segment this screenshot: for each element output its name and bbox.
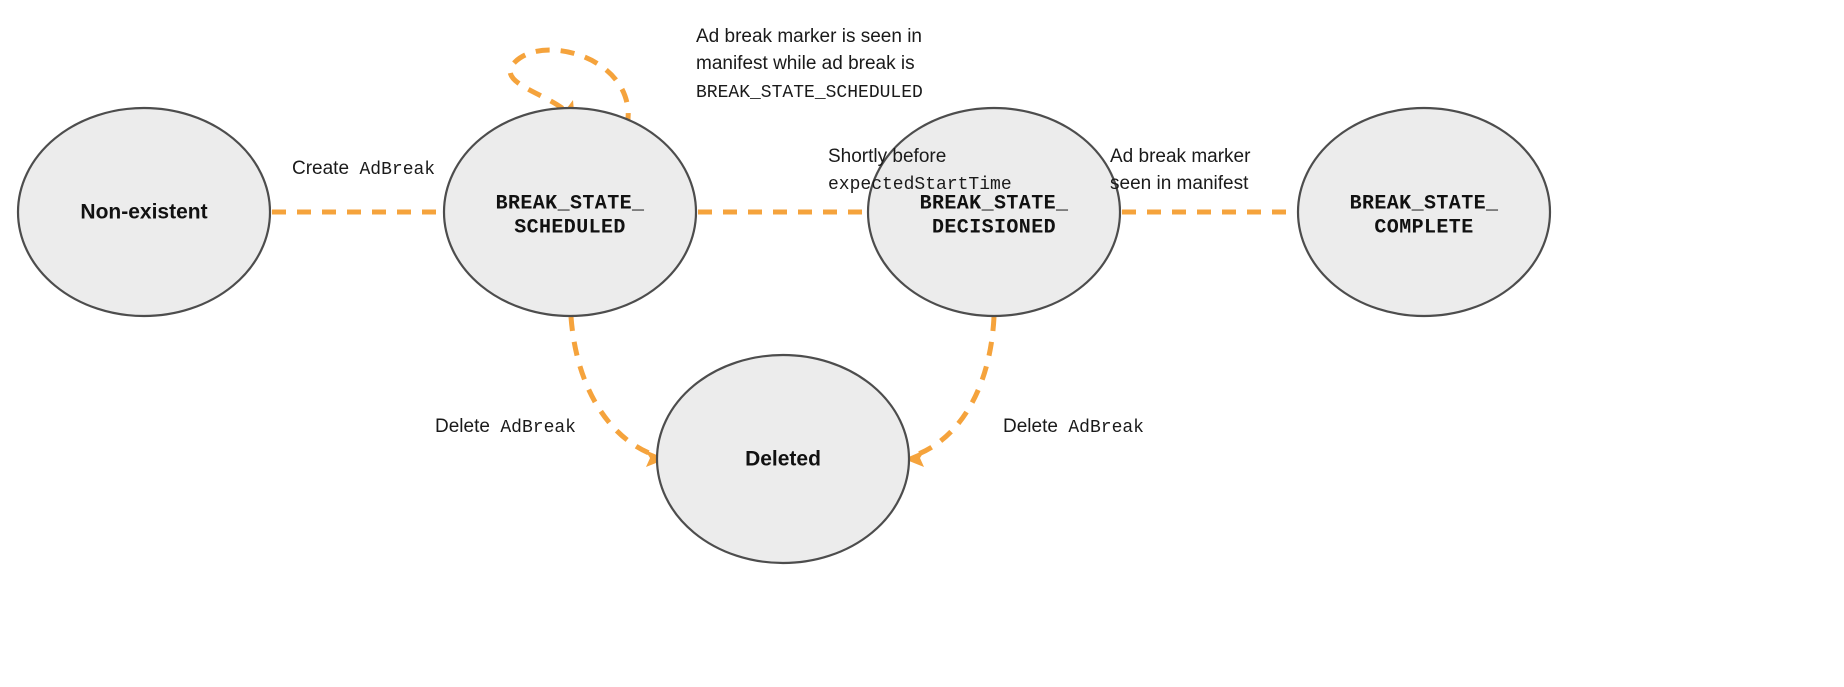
edge-delete-from-decisioned-arrowhead [904, 450, 925, 467]
node-break-state-decisioned-label-line1: BREAK_STATE_ [920, 192, 1069, 215]
edge-label-create-adbreak: Create AdBreak [292, 158, 435, 180]
node-break-state-scheduled-label-line1: BREAK_STATE_ [496, 192, 645, 215]
node-break-state-scheduled[interactable]: BREAK_STATE_ SCHEDULED [442, 106, 698, 318]
edge-label-selfloop-line1: Ad break marker is seen in [696, 26, 922, 47]
node-break-state-scheduled-shape [442, 106, 698, 318]
edge-label-shortly-before: Shortly before expectedStartTime [828, 146, 1012, 195]
node-break-state-complete-shape [1296, 106, 1552, 318]
edge-label-marker-seen: Ad break marker seen in manifest [1110, 146, 1251, 194]
edge-label-selfloop-line3: BREAK_STATE_SCHEDULED [696, 83, 923, 103]
edge-label-selfloop-scheduled: Ad break marker is seen in manifest whil… [696, 26, 923, 103]
edge-label-delete-from-decisioned: Delete AdBreak [1003, 416, 1144, 438]
node-break-state-decisioned-shape [866, 106, 1122, 318]
edge-label-delete-left-sans: Delete [435, 416, 490, 437]
edge-label-delete-from-scheduled: Delete AdBreak [435, 416, 576, 438]
node-break-state-complete[interactable]: BREAK_STATE_ COMPLETE [1296, 106, 1552, 318]
node-non-existent-shape [16, 106, 272, 318]
edge-label-delete-right-text: Delete AdBreak [1003, 416, 1144, 438]
edge-delete-from-scheduled-line [568, 316, 661, 460]
node-deleted-label: Deleted [745, 448, 821, 471]
node-break-state-complete-label-line2: COMPLETE [1374, 216, 1473, 239]
node-deleted[interactable]: Deleted [655, 353, 911, 565]
node-non-existent[interactable]: Non-existent [16, 106, 272, 318]
edge-label-selfloop-line2: manifest while ad break is [696, 53, 915, 74]
edge-delete-from-decisioned [904, 316, 997, 467]
node-break-state-decisioned[interactable]: BREAK_STATE_ DECISIONED [866, 106, 1122, 318]
edge-label-delete-left-mono: AdBreak [500, 418, 576, 438]
node-break-state-complete-label-line1: BREAK_STATE_ [1350, 192, 1499, 215]
edge-delete-from-decisioned-line [909, 316, 997, 460]
edge-delete-from-scheduled [568, 316, 666, 467]
edge-label-create-adbreak-sans: Create [292, 158, 349, 179]
node-deleted-shape [655, 353, 911, 565]
node-break-state-scheduled-label-line2: SCHEDULED [514, 216, 626, 239]
node-non-existent-label: Non-existent [80, 201, 207, 224]
edge-label-shortly-line2: expectedStartTime [828, 175, 1012, 195]
edge-label-delete-left-text: Delete AdBreak [435, 416, 576, 438]
edge-selfloop-scheduled-line [507, 47, 631, 128]
edge-label-create-adbreak-mono: AdBreak [359, 160, 435, 180]
edge-label-delete-right-mono: AdBreak [1068, 418, 1144, 438]
edge-label-marker-line1: Ad break marker [1110, 146, 1251, 167]
edge-label-shortly-line1: Shortly before [828, 146, 946, 167]
edge-label-marker-line2: seen in manifest [1110, 173, 1249, 194]
edge-delete-from-scheduled-arrowhead [645, 450, 666, 467]
edge-label-delete-right-sans: Delete [1003, 416, 1058, 437]
edge-label-create-adbreak-text: Create AdBreak [292, 158, 435, 180]
node-break-state-decisioned-label-line2: DECISIONED [932, 216, 1056, 239]
